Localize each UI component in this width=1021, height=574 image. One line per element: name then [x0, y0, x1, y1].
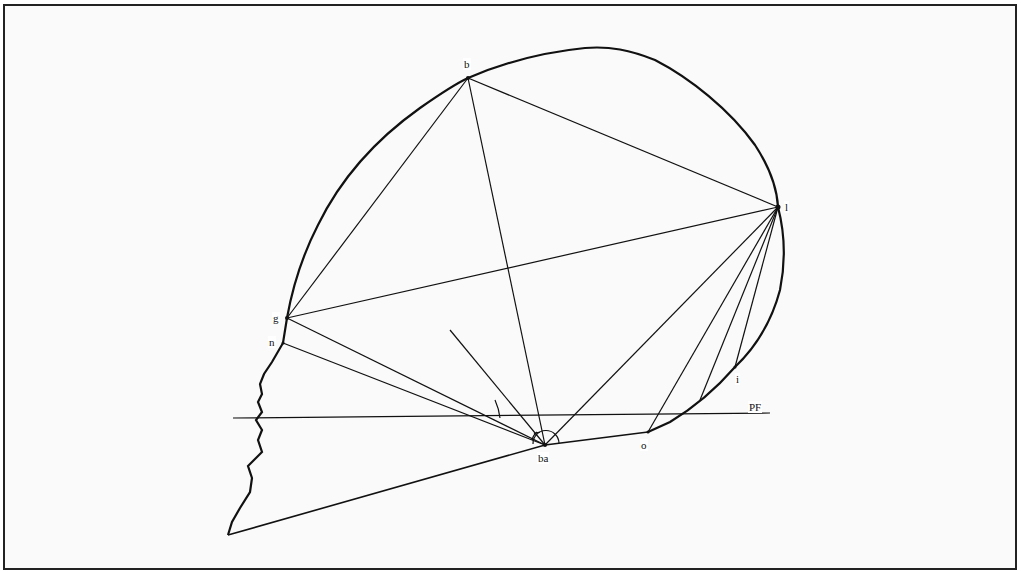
landmark-label: ba: [537, 452, 549, 464]
b-l-line: [468, 78, 778, 207]
l-o-line: [648, 207, 778, 432]
landmark-point: [285, 316, 289, 320]
angle-arc: [533, 431, 559, 444]
angle-arc: [532, 432, 537, 440]
l-outline-line: [700, 207, 778, 400]
landmark-label: l: [784, 201, 789, 213]
l-ba-line: [545, 207, 778, 445]
g-ba-line: [287, 318, 545, 445]
head-outline: [228, 48, 784, 536]
orbit-line: [450, 330, 545, 445]
angle-arc: [495, 400, 500, 418]
l-i-line: [735, 207, 778, 367]
landmark-label: n: [268, 336, 276, 348]
landmark-point: [734, 366, 737, 369]
n-ba-line: [283, 343, 545, 445]
landmark-label: g: [272, 312, 280, 324]
base-line: [228, 432, 648, 535]
landmark-point: [466, 76, 470, 80]
landmark-point: [543, 443, 547, 447]
landmark-label: i: [735, 373, 740, 385]
landmark-point: [776, 205, 781, 210]
g-l-line: [287, 207, 778, 318]
b-g-line: [287, 78, 468, 318]
b-ba-line: [468, 78, 545, 445]
landmark-label: b: [463, 58, 471, 70]
landmark-point: [282, 342, 285, 345]
landmark-label: o: [640, 439, 648, 451]
landmark-point: [647, 431, 650, 434]
frame: [4, 5, 1016, 569]
plane-label: PF: [748, 401, 762, 413]
pf-line: [233, 413, 770, 418]
